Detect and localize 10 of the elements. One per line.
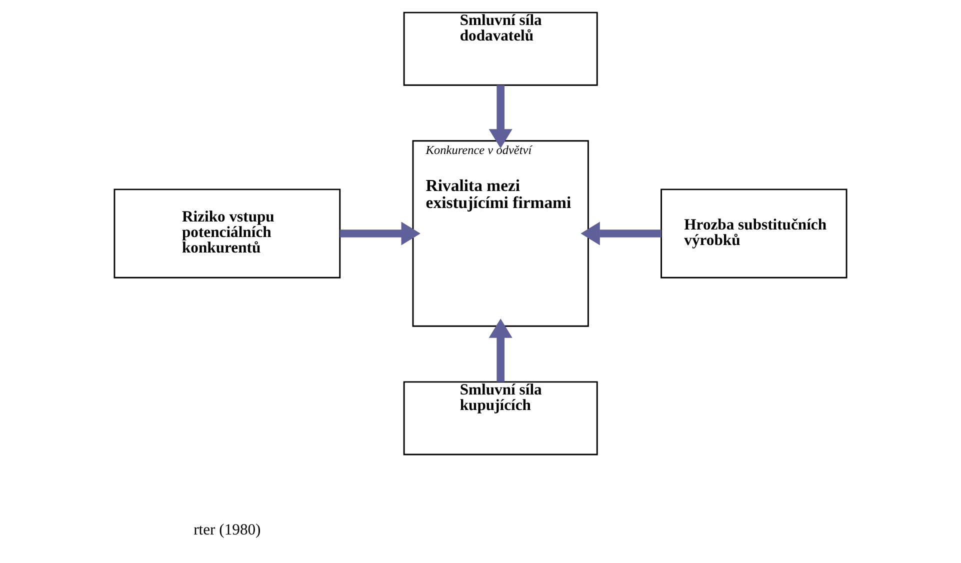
node-box: Riziko vstupu potenciálních konkurentů bbox=[114, 188, 341, 278]
arrow bbox=[580, 222, 662, 246]
arrow bbox=[488, 318, 512, 382]
node-box: Konkurence v odvětví Rivalita mezi existujícími firmami bbox=[412, 140, 589, 327]
arrow bbox=[488, 85, 512, 148]
arrow bbox=[340, 222, 420, 246]
label: rter (1980) bbox=[194, 521, 261, 538]
node-box: Smluvní síla dodavatelů bbox=[403, 12, 598, 86]
node-box: Smluvní síla kupujících bbox=[403, 381, 598, 456]
node-box: Hrozba substitučních výrobků bbox=[660, 188, 848, 278]
